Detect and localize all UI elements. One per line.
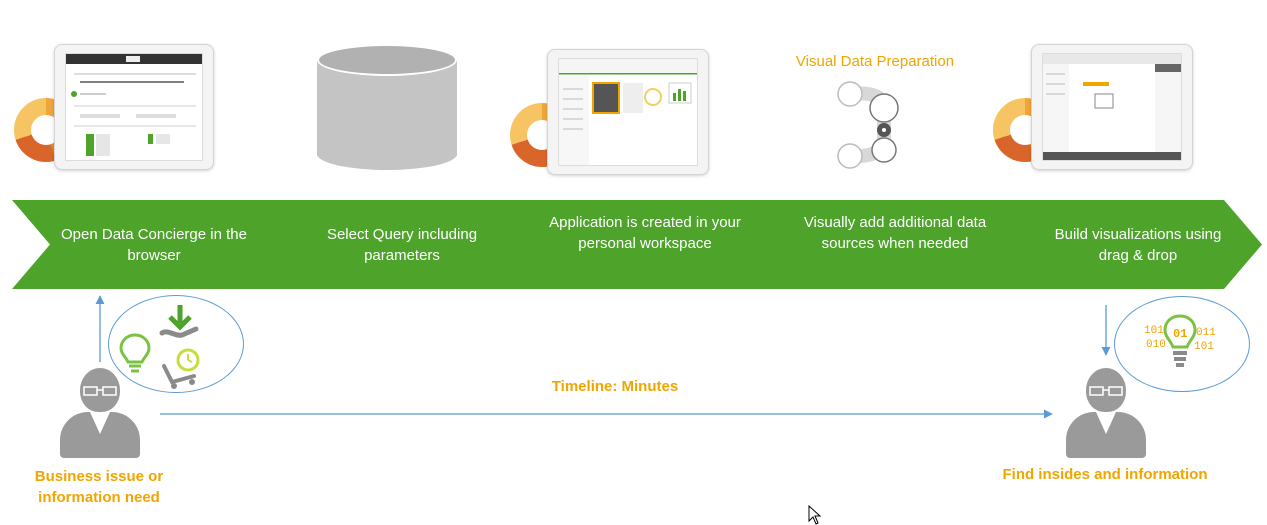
step-add-data-sources: Visually add additional data sources whe… <box>751 200 1039 289</box>
timeline-label: Timeline: Minutes <box>551 378 679 395</box>
database-icon <box>317 44 457 170</box>
thought-bubble <box>1114 296 1250 392</box>
step-label: Build visualizations using drag & drop <box>1054 225 1222 264</box>
svg-text:010: 010 <box>1146 339 1166 351</box>
svg-text:01: 01 <box>1173 327 1187 341</box>
step-label: Application is created in your personal … <box>549 214 741 252</box>
thought-bubble <box>108 295 244 393</box>
mouse-cursor-icon <box>808 505 822 525</box>
tablet-icon <box>54 44 214 170</box>
lightbulb-icon <box>119 333 151 373</box>
step-label: Visually add additional data sources whe… <box>803 214 987 252</box>
step-build-visualizations: Build visualizations using drag & drop <box>998 200 1262 289</box>
step-open-data-concierge: Open Data Concierge in the browser <box>12 200 300 289</box>
download-hand-icon <box>159 305 199 338</box>
binary-lightbulb-icon: 101 010 011 101 01 <box>1144 314 1216 367</box>
person-icon <box>1066 368 1146 458</box>
tablet-icon <box>547 49 709 175</box>
step-label: Select Query including parameters <box>326 225 478 264</box>
start-label: Business issue or information need <box>34 468 164 506</box>
svg-text:011: 011 <box>1196 327 1216 339</box>
visual-data-prep-title: Visual Data Preparation <box>795 53 955 70</box>
svg-text:101: 101 <box>1144 325 1164 337</box>
tablet-icon <box>1031 44 1193 170</box>
step-application-created: Application is created in your personal … <box>504 200 792 289</box>
svg-text:101: 101 <box>1194 341 1214 353</box>
end-label: Find insides and information <box>1002 466 1208 483</box>
step-select-query: Select Query including parameters <box>258 200 546 289</box>
step-label: Open Data Concierge in the browser <box>61 225 247 264</box>
data-prep-graph-icon <box>837 81 899 169</box>
person-icon <box>60 368 140 458</box>
timer-cart-icon <box>162 348 200 389</box>
